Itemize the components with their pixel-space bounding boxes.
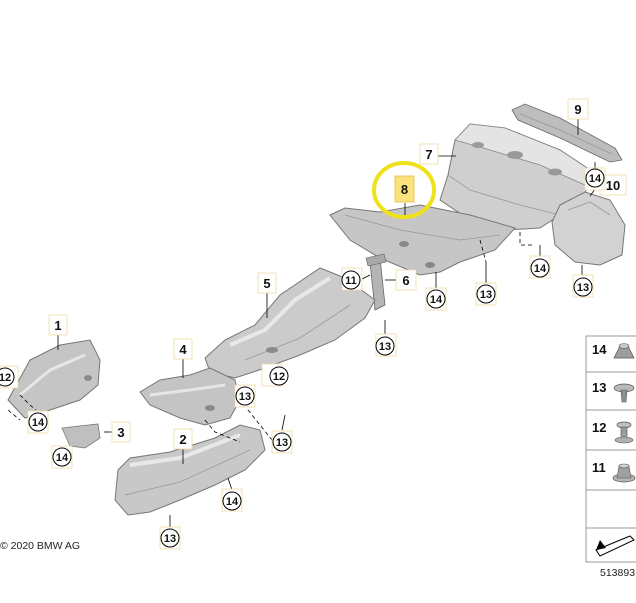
screw-12-icon [614, 421, 634, 444]
copyright-text: © 2020 BMW AG [0, 540, 80, 552]
label-part-2[interactable]: 2 [179, 432, 186, 447]
label-part-7[interactable]: 7 [425, 147, 432, 162]
callout-13-side[interactable]: 13 [577, 282, 589, 294]
heat-shield-part-1[interactable] [7, 339, 101, 419]
label-part-4[interactable]: 4 [179, 342, 187, 357]
heat-shield-part-8[interactable] [329, 204, 516, 276]
legend-label-14: 14 [592, 342, 607, 357]
label-part-8[interactable]: 8 [401, 182, 408, 197]
heat-shield-part-9[interactable] [511, 103, 623, 163]
callout-14-left[interactable]: 14 [56, 452, 69, 464]
callout-13-mid[interactable]: 13 [239, 391, 251, 403]
fastener-legend: 14 13 12 11 [585, 335, 636, 563]
label-part-6[interactable]: 6 [402, 273, 409, 288]
callout-14-floor[interactable]: 14 [430, 294, 443, 306]
heat-shield-part-3[interactable] [61, 423, 101, 449]
push-clip-13-icon [613, 383, 635, 403]
callout-13-bracket[interactable]: 13 [379, 341, 391, 353]
callout-14-top[interactable]: 14 [589, 173, 602, 185]
label-part-9[interactable]: 9 [574, 102, 581, 117]
heat-shield-part-4[interactable] [139, 367, 241, 426]
direction-arrow-icon [595, 535, 635, 557]
dashed-leader-lines [7, 232, 535, 443]
legend-label-11: 11 [592, 460, 606, 475]
highlight-ring [372, 161, 436, 219]
callout-11[interactable]: 11 [345, 275, 357, 287]
label-part-3[interactable]: 3 [117, 425, 124, 440]
bracket-part-6[interactable] [365, 253, 387, 311]
legend-label-12: 12 [592, 420, 606, 435]
callout-13-lower[interactable]: 13 [276, 437, 288, 449]
diagram-number: 513893 [600, 567, 635, 579]
heat-shield-part-7[interactable] [439, 123, 599, 231]
callout-13-floor[interactable]: 13 [480, 289, 492, 301]
heat-shield-part-10[interactable] [551, 191, 626, 266]
callout-14-lower[interactable]: 14 [226, 496, 239, 508]
heat-shield-part-5[interactable] [204, 267, 376, 379]
legend-label-13: 13 [592, 380, 606, 395]
callout-12-left[interactable]: 12 [0, 372, 11, 384]
label-part-1[interactable]: 1 [54, 318, 61, 333]
heat-shield-part-2[interactable] [114, 424, 266, 516]
label-part-5[interactable]: 5 [263, 276, 270, 291]
callout-14-rear[interactable]: 14 [534, 263, 547, 275]
part-labels: 7 9 10 8 6 5 4 1 3 2 [48, 98, 627, 450]
callout-12-mid[interactable]: 12 [273, 371, 285, 383]
callout-13-bottom[interactable]: 13 [164, 533, 176, 545]
nut-11-icon [612, 463, 636, 483]
fastener-callouts: 11 13 14 13 14 13 14 12 13 13 14 13 [0, 167, 606, 550]
nut-14-icon [613, 343, 635, 359]
callout-13-left[interactable]: 14 [32, 417, 45, 429]
label-part-10[interactable]: 10 [606, 178, 620, 193]
leader-lines [9, 118, 599, 528]
